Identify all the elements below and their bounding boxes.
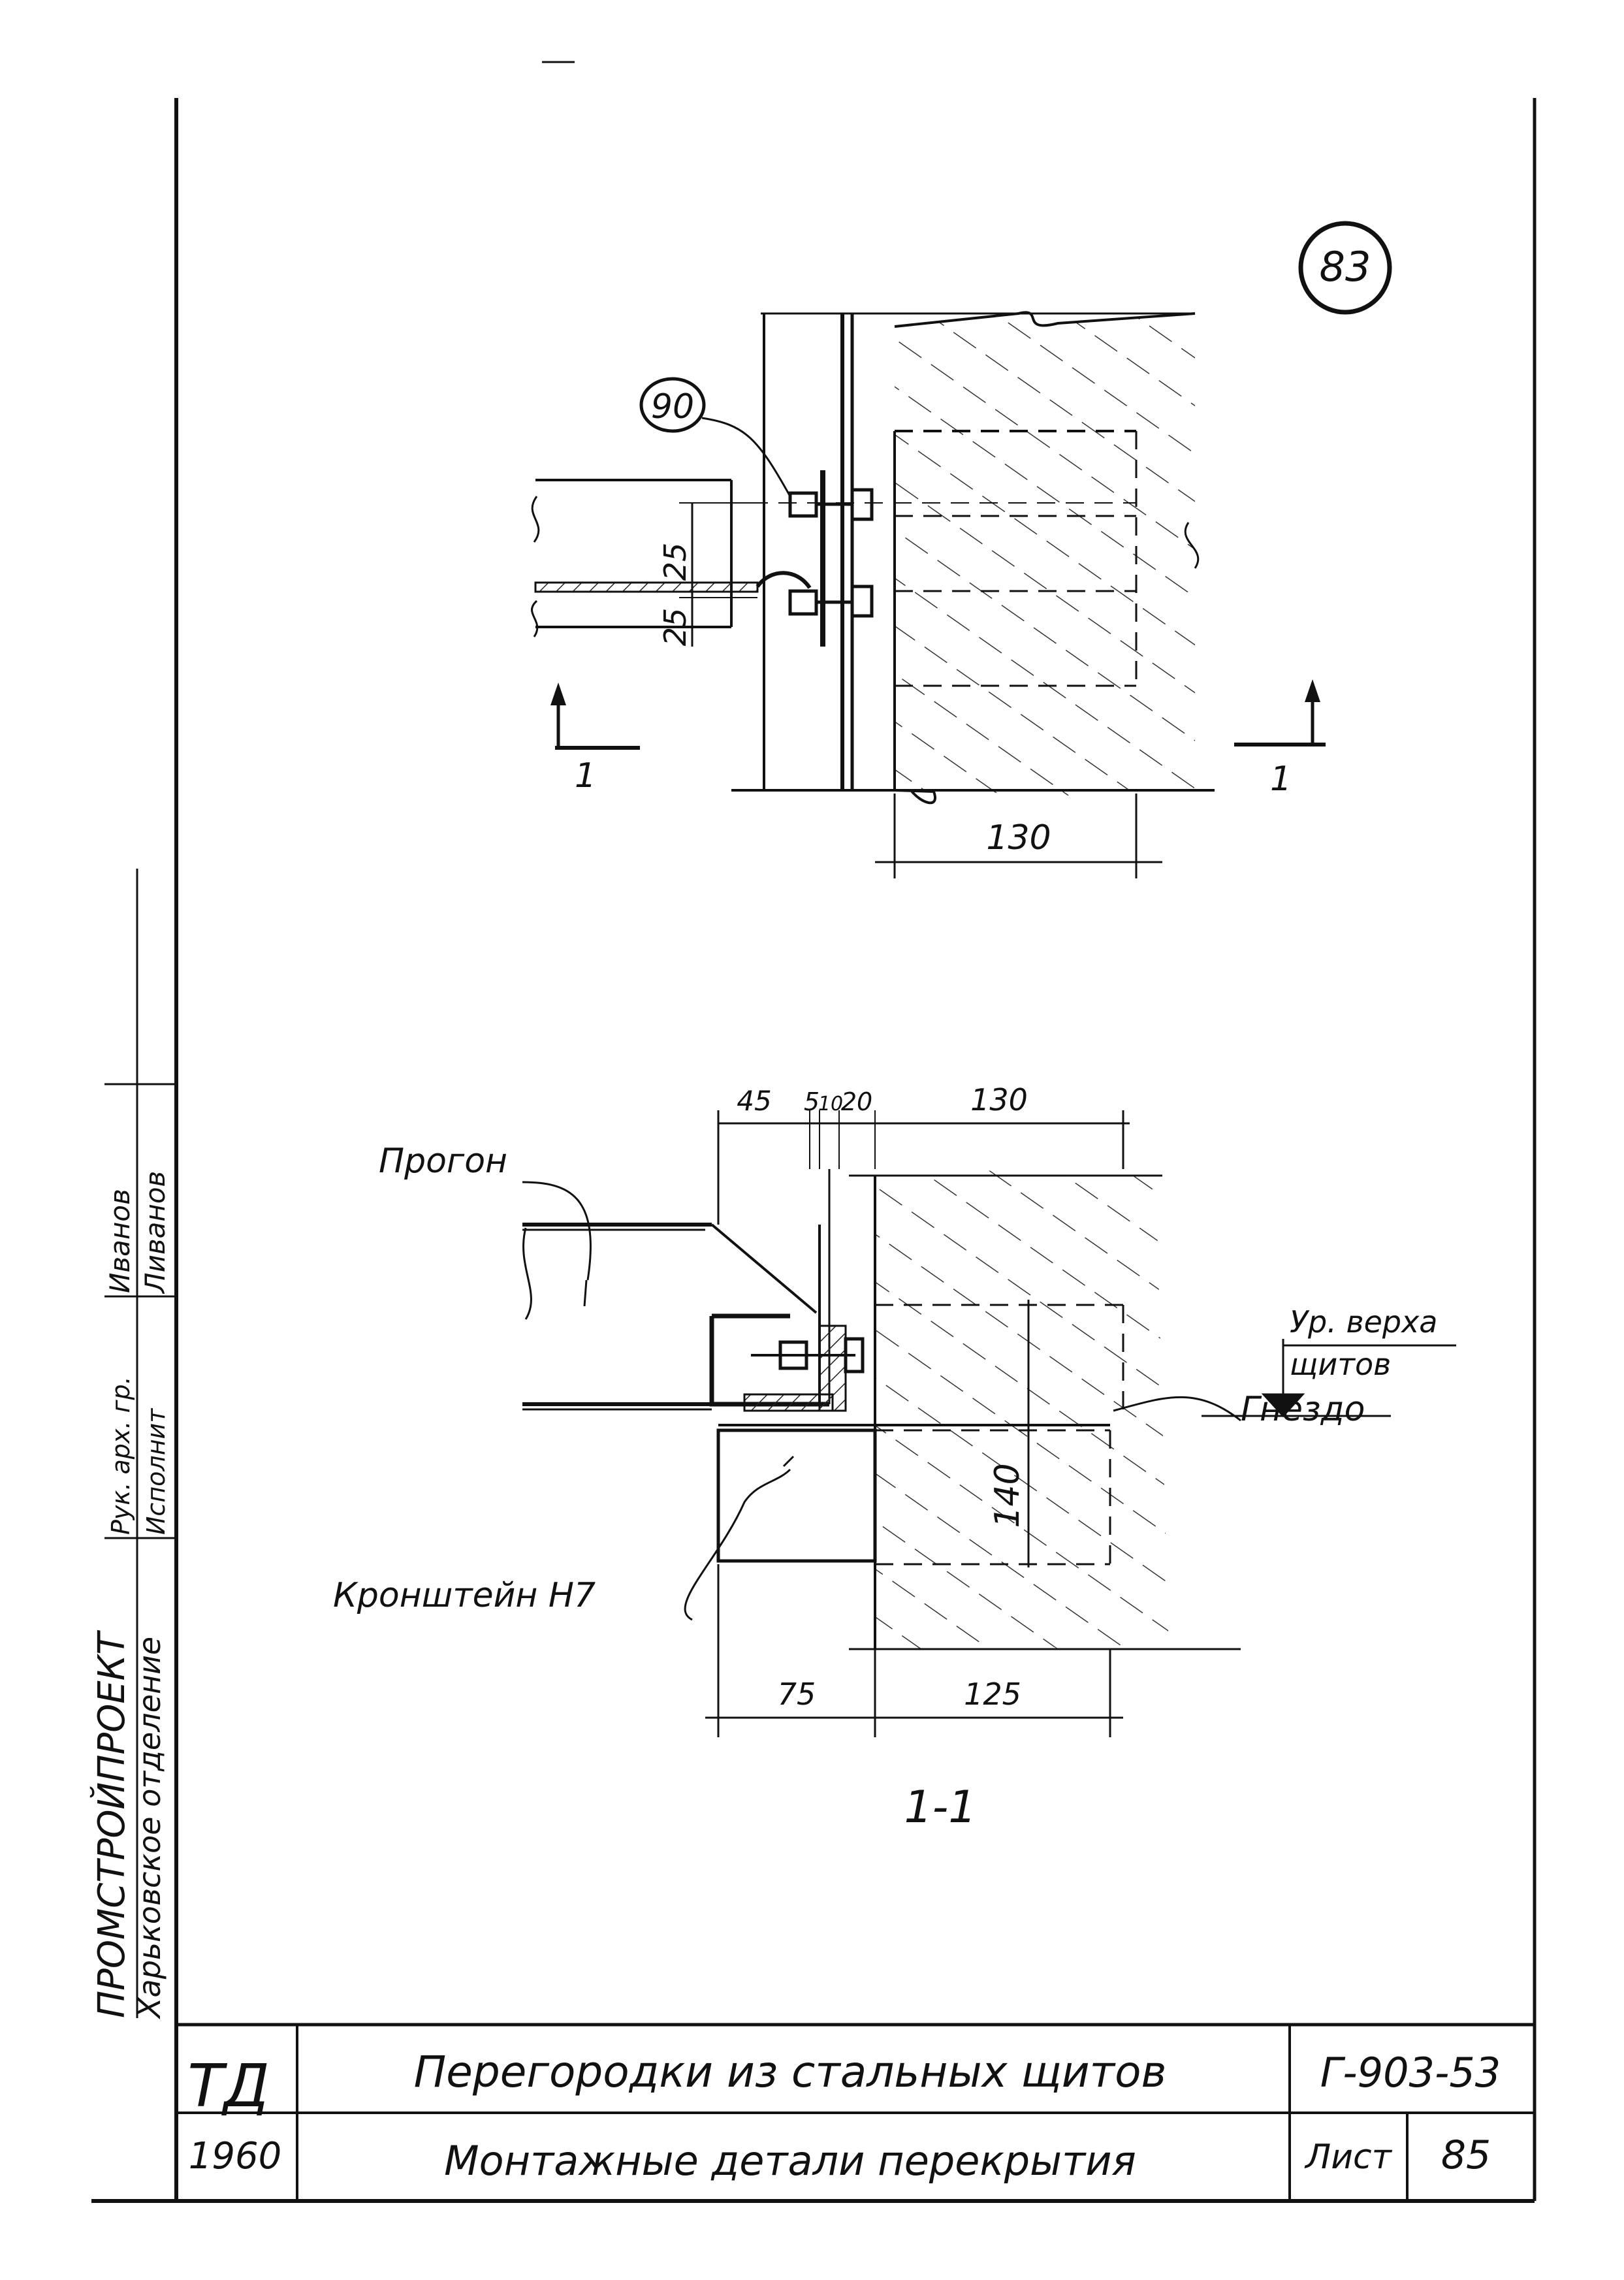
level-label-line1: Ур. верха [1290, 1304, 1438, 1340]
plan-wall-block [895, 312, 1195, 796]
section-mark-left: 1 [550, 682, 640, 795]
dim-bottom-125: 125 [964, 1677, 1021, 1712]
title-sheet-label: Лист [1304, 2138, 1392, 2177]
stamp-org-line1: ПРОМСТРОЙПРОЕКТ [91, 1630, 133, 2018]
title-sheet-no: 85 [1441, 2132, 1491, 2178]
stamp-role2: Исполнит [142, 1407, 170, 1535]
section-mark-left-text: 1 [575, 756, 596, 795]
label-socket: Гнездо [1241, 1390, 1365, 1429]
stamp-role1: Рук. арх. гр. [106, 1376, 135, 1535]
stamp-name2: Ливанов [139, 1171, 171, 1294]
section-mark-right: 1 [1234, 679, 1326, 799]
sheet-number-circle-text: 83 [1320, 243, 1371, 291]
title-line1: Перегородки из стальных щитов [414, 2047, 1167, 2097]
section-mark-right-text: 1 [1270, 760, 1292, 799]
title-year: 1960 [189, 2135, 282, 2177]
plan-view: 83 [531, 221, 1392, 878]
section-wall-block [875, 1170, 1169, 1653]
dim-top-20: 20 [841, 1087, 872, 1116]
bolt-upper [788, 488, 874, 521]
side-stamp: ПРОМСТРОЙПРОЕКТ Харьковское отделение Ру… [91, 869, 176, 2019]
title-doc-code: Г-903-53 [1320, 2049, 1501, 2096]
label-bracket: Кронштейн Н7 [333, 1576, 596, 1615]
title-line2: Монтажные детали перекрытия [444, 2137, 1136, 2185]
dim-top-130: 130 [970, 1082, 1028, 1117]
dim-lower-25: 25 [658, 608, 693, 647]
section-view: Ур. верха щитов Гнездо Прогон Кронштейн … [333, 1082, 1456, 1833]
sheet-frame [91, 61, 1536, 2203]
bolt-lower [788, 585, 874, 618]
stamp-org-line2: Харьковское отделение [132, 1637, 167, 2019]
label-purlin: Прогон [379, 1142, 507, 1181]
dim-top-5: 5 [804, 1087, 820, 1116]
callout-90-text: 90 [651, 387, 694, 426]
callout-90-circle [639, 377, 706, 433]
dim-width-130: 130 [986, 818, 1051, 858]
dim-bottom-75: 75 [778, 1677, 816, 1712]
title-org-code: ТД [187, 2052, 269, 2121]
dim-top-45: 45 [737, 1085, 771, 1117]
title-block: ТД 1960 Перегородки из стальных щитов Мо… [176, 2023, 1535, 2201]
sheet-number-circle [1298, 221, 1392, 315]
section-bolt [751, 1337, 865, 1373]
dim-height-140: 140 [988, 1463, 1027, 1528]
section-title: 1-1 [904, 1782, 976, 1833]
dim-top-10: 10 [818, 1093, 843, 1116]
stamp-name1: Иванов [104, 1189, 136, 1293]
dim-upper-25: 25 [658, 543, 693, 581]
level-label-line2: щитов [1290, 1347, 1391, 1382]
